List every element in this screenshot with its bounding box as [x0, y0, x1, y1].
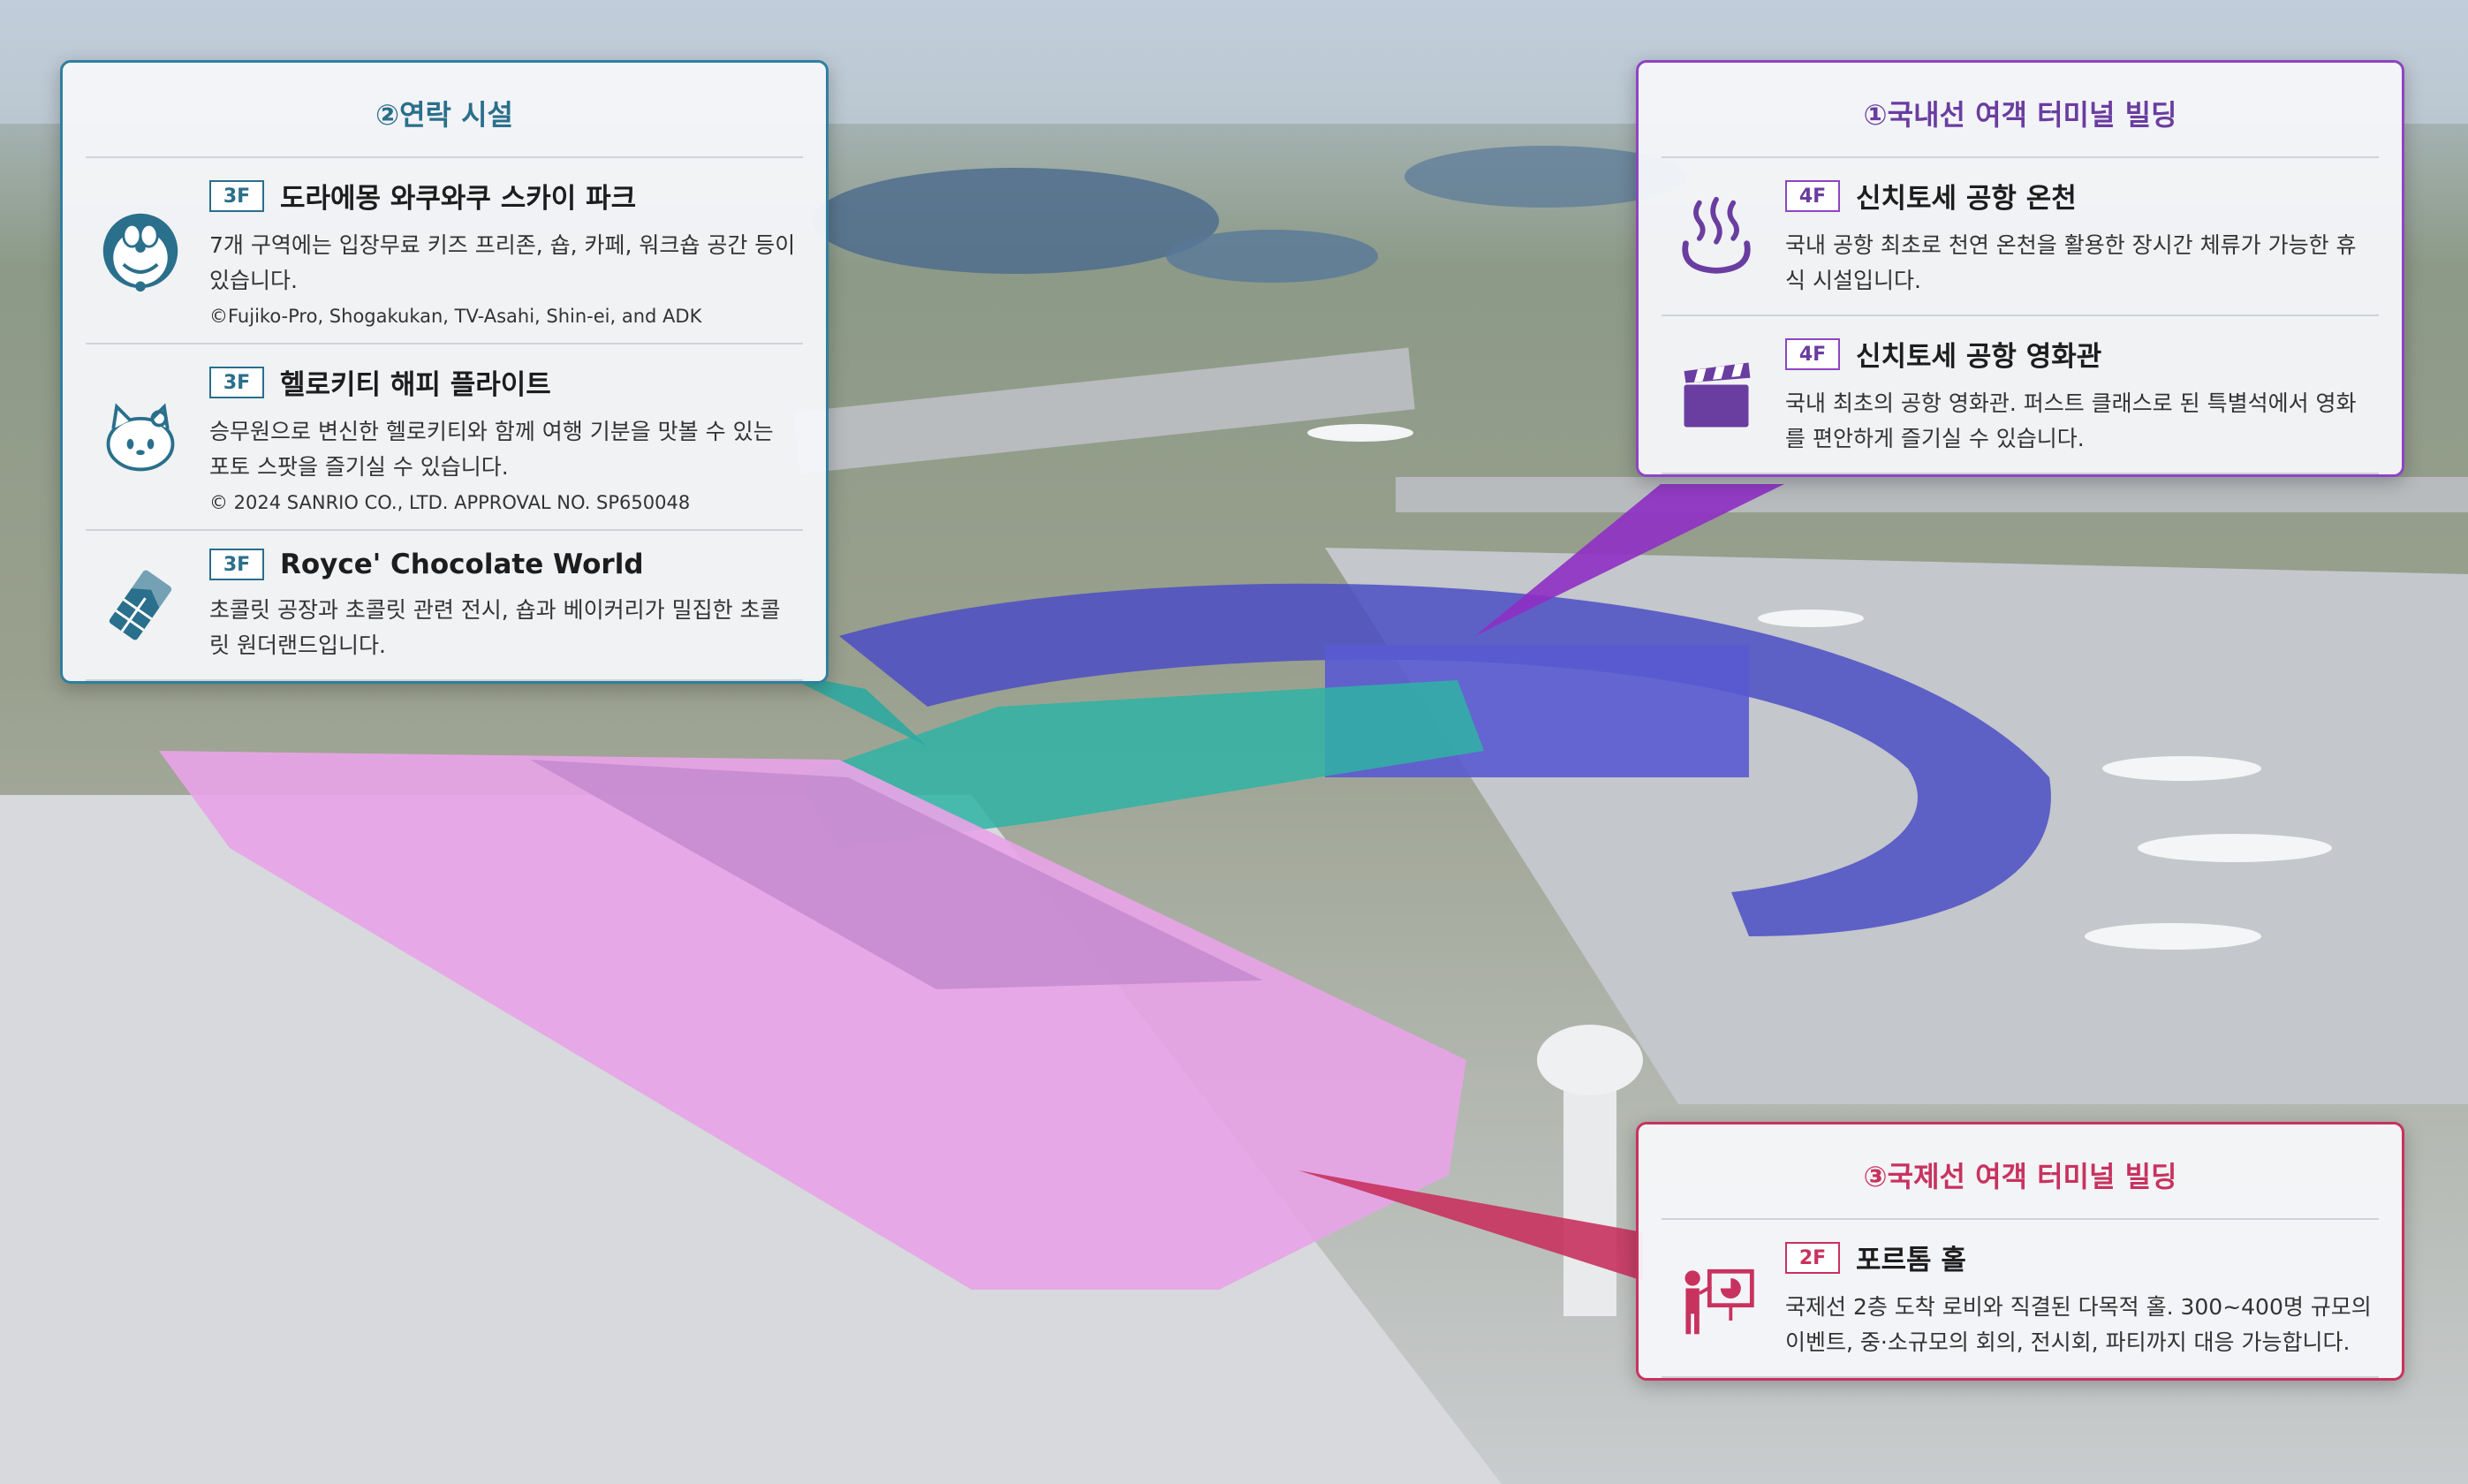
- connector-facility-panel: ②연락 시설 3F 도라에몽 와쿠와쿠 스카이 파크 7개 구역에는 입장무료 …: [60, 60, 829, 684]
- international-terminal-roof: [530, 760, 1263, 989]
- facility-item[interactable]: 3F Royce' Chocolate World 초콜릿 공장과 초콜릿 관련…: [86, 529, 803, 681]
- facility-name: 포르톰 홀: [1856, 1245, 1966, 1276]
- pointer-international: [1298, 1170, 1643, 1281]
- floor-badge: 4F: [1785, 179, 1840, 212]
- facility-name: 신치토세 공항 영화관: [1856, 341, 2102, 373]
- connector-facility-highlight: [795, 680, 1484, 848]
- facility-item[interactable]: 3F 도라에몽 와쿠와쿠 스카이 파크 7개 구역에는 입장무료 키즈 프리존,…: [86, 156, 803, 343]
- facility-description: 국내 공항 최초로 천연 온천을 활용한 장시간 체류가 가능한 휴식 시설입니…: [1785, 232, 2357, 293]
- facility-name: 헬로키티 해피 플라이트: [280, 369, 551, 401]
- lake: [1166, 230, 1378, 283]
- doraemon-icon: [102, 213, 178, 292]
- facility-description: 국제선 2층 도착 로비와 직결된 다목적 홀. 300~400명 규모의 이벤…: [1785, 1294, 2372, 1355]
- facility-item[interactable]: 2F 포르톰 홀 국제선 2층 도착 로비와 직결된 다목적 홀. 300~40…: [1662, 1218, 2379, 1378]
- floor-badge: 3F: [209, 549, 264, 580]
- control-tower: [1563, 1060, 1616, 1316]
- chocolate-icon: [109, 569, 173, 640]
- facility-description: 승무원으로 변신한 헬로키티와 함께 여행 기분을 맛볼 수 있는 포토 스팟을…: [209, 419, 774, 480]
- presentation-icon: [1684, 1268, 1754, 1334]
- hello-kitty-icon: [106, 402, 175, 471]
- panel-title: ②연락 시설: [375, 98, 513, 132]
- facility-name: 도라에몽 와쿠와쿠 스카이 파크: [280, 183, 637, 215]
- control-tower-top: [1537, 1025, 1643, 1095]
- facility-item[interactable]: 4F 신치토세 공항 영화관 국내 최초의 공항 영화관. 퍼스트 클래스로 된…: [1662, 314, 2379, 474]
- international-terminal-panel: ③국제선 여객 터미널 빌딩 2F 포르톰 홀 국제선 2층 도착 로비와 직결…: [1636, 1122, 2404, 1381]
- facility-description: 7개 구역에는 입장무료 키즈 프리존, 숍, 카페, 워크숍 공간 등이 있습…: [209, 232, 796, 293]
- runway: [793, 347, 1415, 474]
- copyright-notice: © 2024 SANRIO CO., LTD. APPROVAL NO. SP6…: [209, 492, 691, 513]
- hot-spring-icon: [1682, 196, 1751, 274]
- international-terminal-highlight: [159, 751, 1466, 1290]
- facility-description: 국내 최초의 공항 영화관. 퍼스트 클래스로 된 특별석에서 영화를 편안하게…: [1785, 390, 2357, 451]
- lake: [1404, 146, 1687, 208]
- facility-name: Royce' Chocolate World: [280, 549, 644, 580]
- facility-description: 초콜릿 공장과 초콜릿 관련 전시, 숍과 베이커리가 밀집한 초콜릿 원더랜드…: [209, 597, 781, 658]
- pointer-connector: [777, 671, 927, 746]
- airplanes: [1307, 424, 2332, 950]
- floor-badge: 3F: [209, 366, 264, 398]
- floor-badge: 3F: [209, 179, 264, 212]
- clapperboard-icon: [1684, 362, 1751, 427]
- panel-title: ③국제선 여객 터미널 빌딩: [1863, 1160, 2177, 1193]
- floor-badge: 2F: [1785, 1241, 1840, 1274]
- facility-item[interactable]: 3F 헬로키티 해피 플라이트 승무원으로 변신한 헬로키티와 함께 여행 기분…: [86, 343, 803, 529]
- lake: [813, 168, 1219, 274]
- copyright-notice: ©Fujiko-Pro, Shogakukan, TV-Asahi, Shin-…: [209, 306, 702, 327]
- panel-title: ①국내선 여객 터미널 빌딩: [1863, 98, 2177, 132]
- floor-badge: 4F: [1785, 337, 1840, 370]
- runway: [1396, 477, 2468, 512]
- pointer-domestic: [1475, 484, 1784, 636]
- domestic-terminal-panel: ①국내선 여객 터미널 빌딩 4F 신치토세 공항 온천 국내 공항 최초로 천…: [1636, 60, 2404, 477]
- facility-name: 신치토세 공항 온천: [1856, 183, 2077, 215]
- facility-item[interactable]: 4F 신치토세 공항 온천 국내 공항 최초로 천연 온천을 활용한 장시간 체…: [1662, 156, 2379, 314]
